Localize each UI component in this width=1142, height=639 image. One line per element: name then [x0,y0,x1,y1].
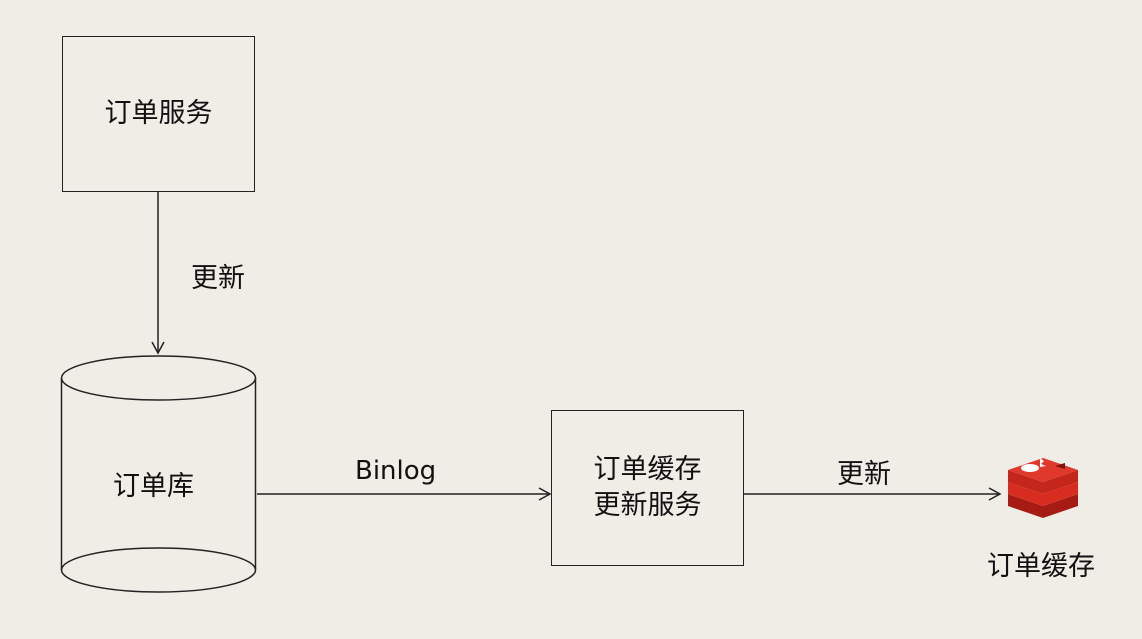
edge-label-update-2: 更新 [837,459,891,490]
redis-icon [1008,458,1078,518]
database-cylinder [60,355,257,593]
cache-update-service-label-1: 订单缓存 [593,454,702,485]
order-service-node: 订单服务 [62,36,255,192]
cache-update-service-node: 订单缓存 更新服务 [551,410,744,566]
cache-update-service-label-2: 更新服务 [593,490,702,521]
order-cache-label: 订单缓存 [987,551,1095,582]
order-db-label: 订单库 [113,471,194,502]
edge-label-binlog: Binlog [355,456,437,486]
edge-label-update-1: 更新 [191,263,245,294]
order-service-label: 订单服务 [104,98,213,129]
